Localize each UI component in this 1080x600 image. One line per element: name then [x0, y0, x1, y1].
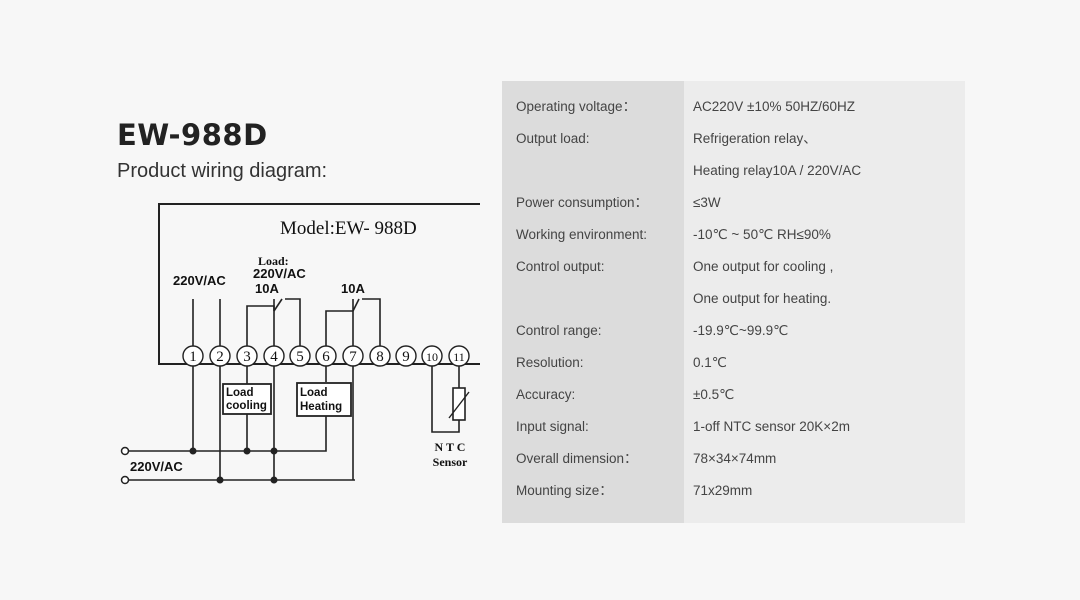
spec-label: Control range:: [516, 323, 602, 338]
terminal-1: 1: [189, 349, 197, 365]
spec-label: Working environment:: [516, 227, 648, 242]
load-label: Load:: [258, 254, 289, 268]
terminal-3: 3: [243, 349, 251, 365]
terminal-7: 7: [349, 349, 357, 365]
load-heating-box: [296, 382, 352, 417]
spec-value-column: AC220V ±10% 50HZ/60HZ Refrigeration rela…: [684, 81, 965, 523]
spec-label: Output load:: [516, 131, 590, 146]
spec-value: ±0.5℃: [693, 387, 735, 402]
spec-value: -19.9℃~99.9℃: [693, 323, 789, 338]
input-supply-label: 220V/AC: [130, 459, 183, 474]
terminal-4: 4: [270, 349, 278, 365]
load-heating-text-2: Heating: [300, 401, 342, 413]
spec-label: Input signal:: [516, 419, 589, 434]
spec-value: 78×34×74mm: [693, 451, 777, 466]
terminal-8: 8: [376, 349, 384, 365]
spec-value: One output for cooling ,: [693, 259, 834, 274]
diagram-subtitle: Product wiring diagram:: [117, 160, 328, 182]
spec-value: 71x29mm: [693, 483, 753, 498]
spec-label: Control output:: [516, 259, 605, 274]
wiring-diagram: Model:EW- 988D 220V/AC Load: 220V/AC 10A…: [120, 203, 480, 485]
spec-label: Mounting size：: [516, 483, 613, 498]
spec-value: Heating relay10A / 220V/AC: [693, 163, 862, 178]
spec-value: -10℃ ~ 50℃ RH≤90%: [693, 227, 831, 242]
supply-terminal-b: [120, 475, 130, 485]
spec-label: [502, 287, 684, 319]
spec-label: Accuracy:: [516, 387, 576, 402]
terminal-2: 2: [216, 349, 224, 365]
ntc-label: N T C: [435, 440, 466, 454]
load-cooling-text-2: cooling: [226, 400, 267, 412]
product-title: EW-988D: [117, 118, 268, 152]
terminal-11: 11: [453, 350, 465, 364]
supply-label: 220V/AC: [173, 273, 226, 288]
relay1-current: 10A: [255, 281, 279, 296]
terminal-9: 9: [402, 349, 410, 365]
supply-terminal-a: [120, 446, 130, 456]
terminal-5: 5: [296, 349, 304, 365]
spec-value: 1-off NTC sensor 20K×2m: [693, 419, 850, 434]
spec-label: Resolution:: [516, 355, 584, 370]
load-cooling-text-1: Load: [226, 387, 253, 399]
terminal-6: 6: [322, 349, 330, 365]
terminal-strip: [182, 345, 470, 367]
spec-value: 0.1℃: [693, 355, 727, 370]
spec-value: ≤3W: [693, 195, 721, 210]
load-voltage-label: 220V/AC: [253, 266, 306, 281]
spec-value: Refrigeration relay、: [693, 131, 817, 146]
spec-value: AC220V ±10% 50HZ/60HZ: [693, 99, 855, 114]
terminal-10: 10: [426, 350, 438, 364]
relay2-current: 10A: [341, 281, 365, 296]
spec-label: Overall dimension：: [516, 451, 638, 466]
sensor-label: Sensor: [433, 455, 468, 469]
model-label: Model:EW- 988D: [280, 218, 417, 239]
spec-label: [502, 159, 684, 191]
spec-label-column: Operating voltage： Output load: Power co…: [502, 81, 684, 523]
spec-table: Operating voltage： Output load: Power co…: [502, 81, 965, 523]
spec-label: Operating voltage：: [516, 99, 637, 114]
load-heating-text-1: Load: [300, 387, 327, 399]
spec-value: One output for heating.: [693, 291, 832, 306]
load-cooling-box: [222, 383, 272, 415]
spec-label: Power consumption：: [516, 195, 649, 210]
